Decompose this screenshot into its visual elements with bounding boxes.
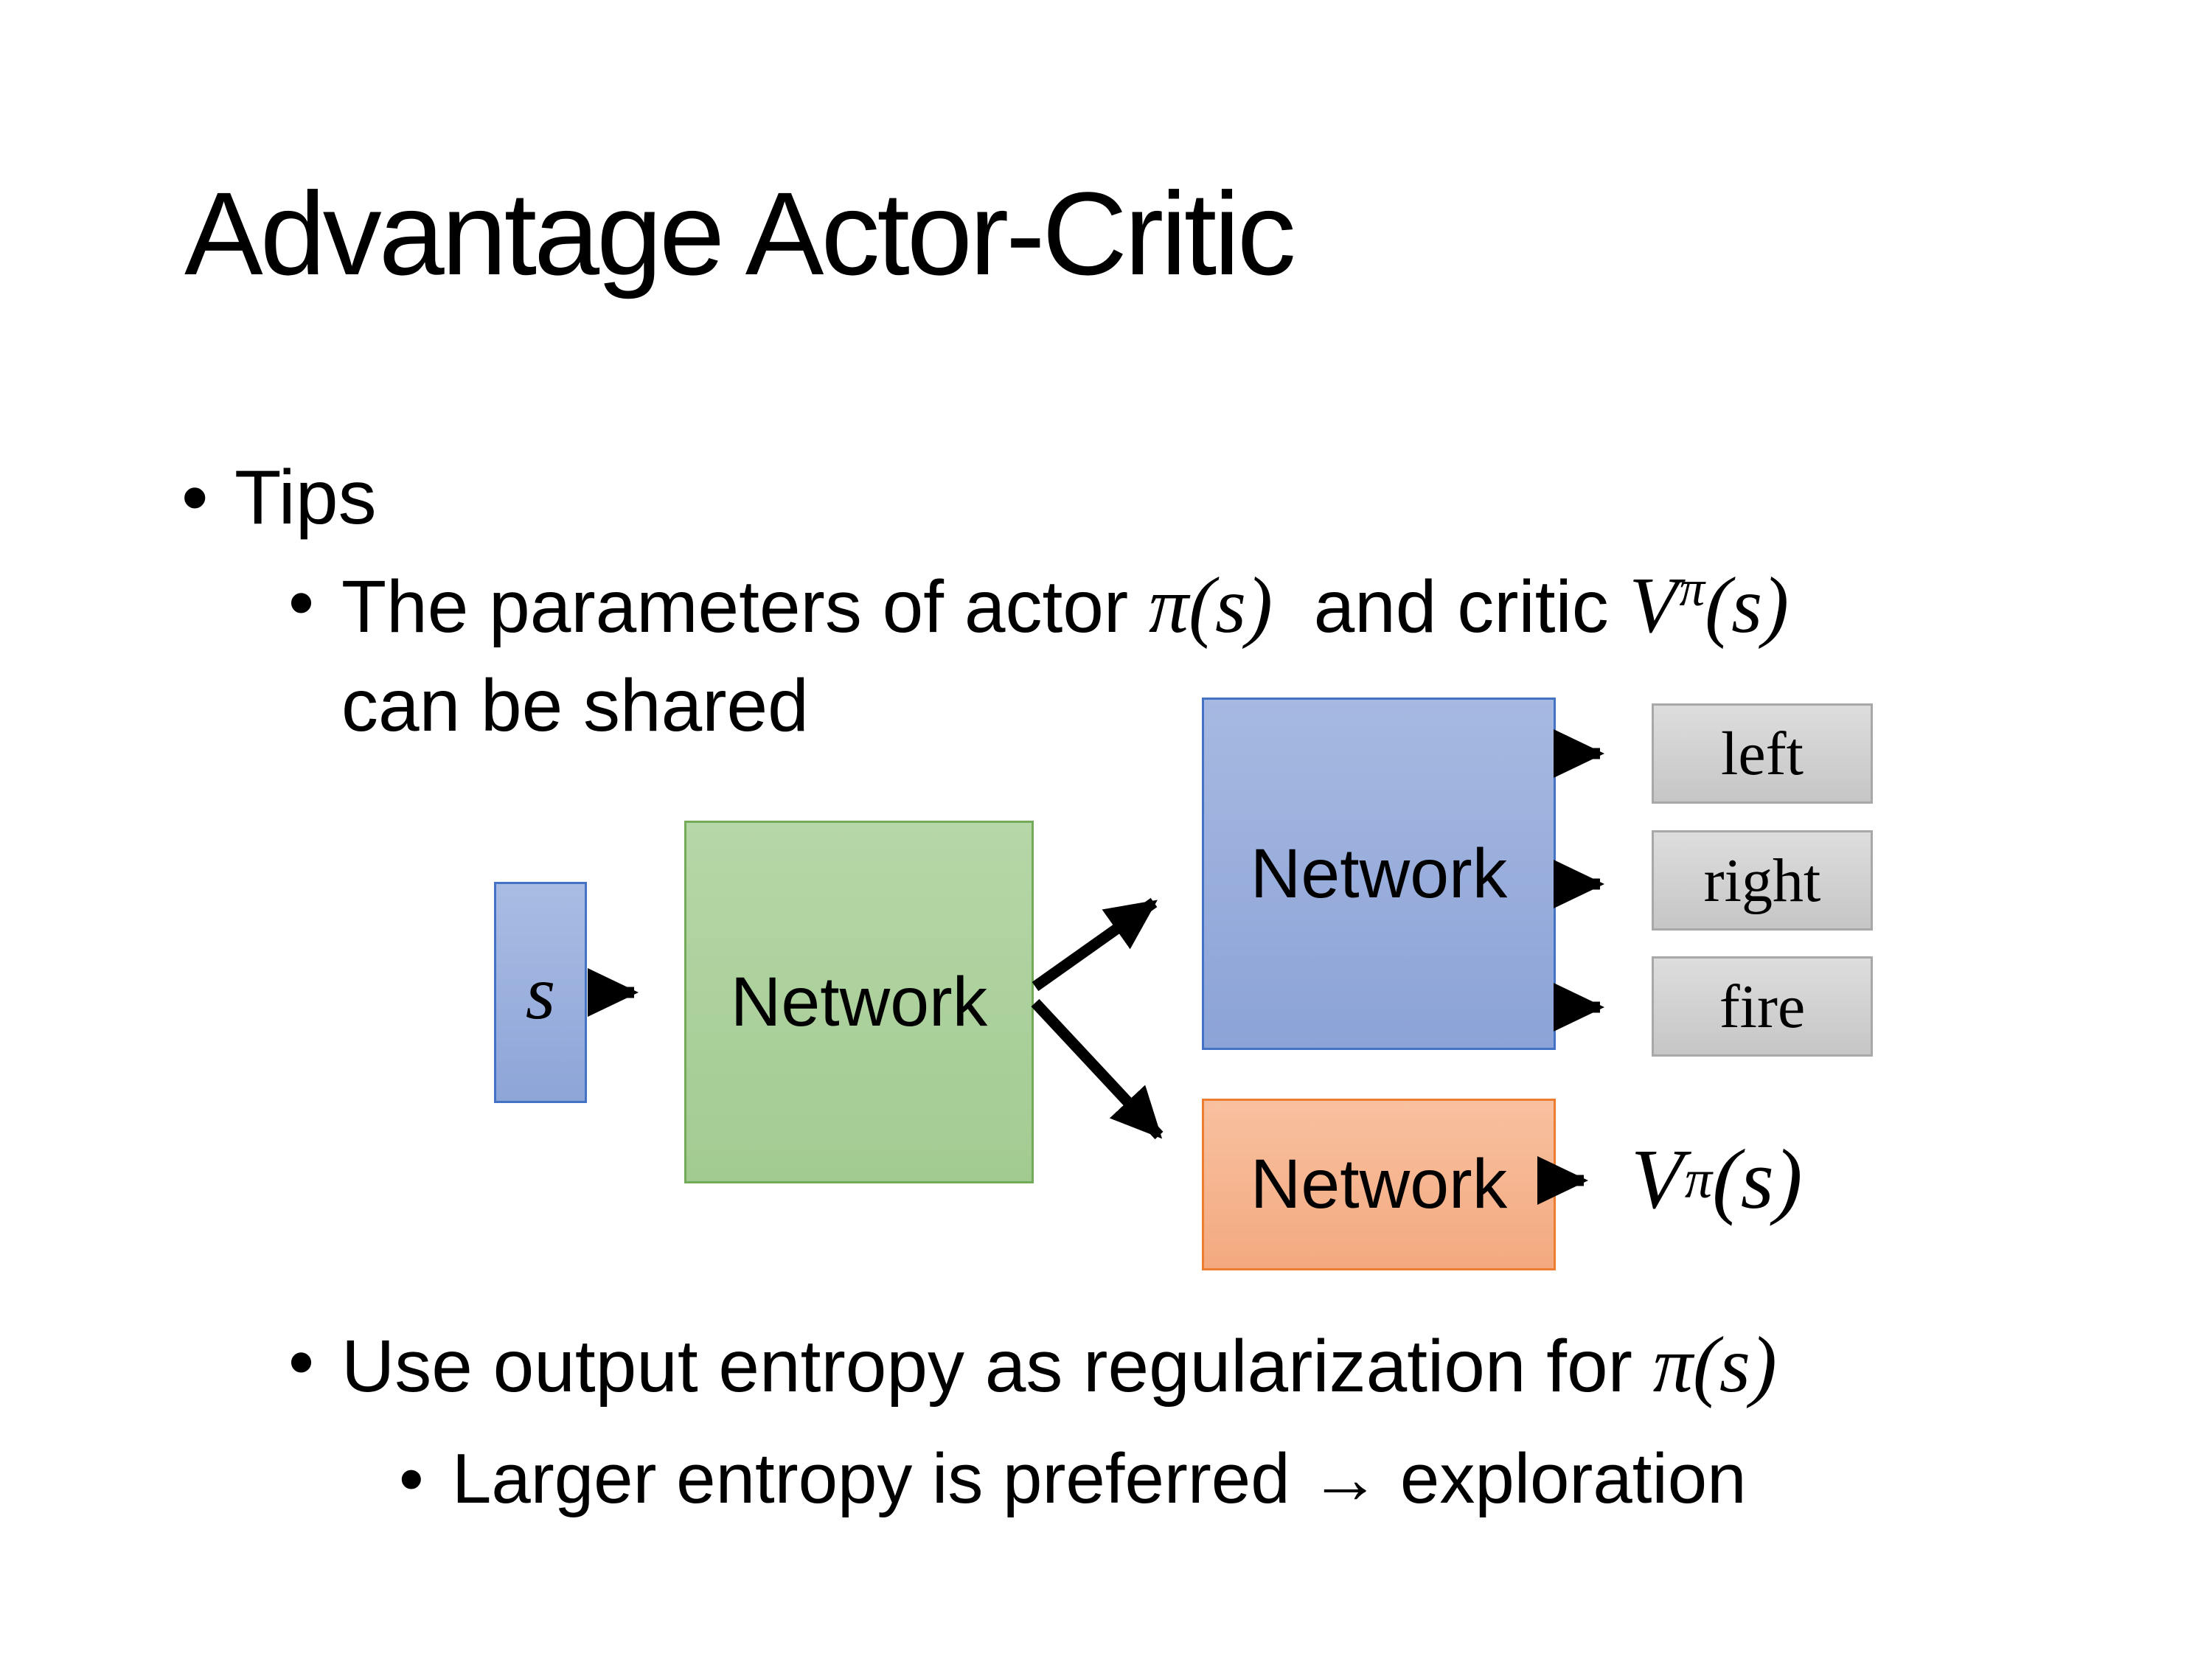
page-title: Advantage Actor-Critic (184, 167, 1296, 299)
critic-network-box: Network (1202, 1099, 1556, 1270)
bullet-icon: • (288, 561, 315, 644)
critic-output-v: V (1631, 1132, 1683, 1227)
entropy-reg-math: π(s) (1652, 1321, 1777, 1409)
critic-math-args: (s) (1705, 562, 1790, 650)
bullet-shared-params: • The parameters of actor π(s) and criti… (288, 554, 1789, 754)
arrow-shared-to-critic (1031, 998, 1164, 1140)
action-box-fire: fire (1652, 956, 1873, 1057)
shared-params-pre: The parameters of actor (341, 566, 1149, 648)
bullet-tips-label: Tips (234, 455, 377, 540)
bullet-shared-params-text: The parameters of actor π(s) and critic … (341, 554, 1789, 754)
shared-network-box: Network (684, 821, 1034, 1183)
action-label-right: right (1703, 846, 1821, 915)
action-label-left: left (1721, 719, 1804, 788)
critic-math-sup: π (1679, 560, 1705, 617)
critic-output-sup: π (1684, 1149, 1713, 1210)
state-box: s (494, 882, 587, 1103)
arrow-shared-to-actor (1032, 897, 1158, 992)
critic-network-label: Network (1250, 1145, 1508, 1223)
bullet-entropy-reg-text: Use output entropy as regularization for… (341, 1314, 1777, 1417)
critic-math: Vπ(s) (1629, 560, 1790, 650)
actor-math: π(s) (1148, 562, 1273, 650)
shared-network-label: Network (730, 962, 988, 1041)
bullet-larger-entropy-label: Larger entropy is preferred → exploratio… (452, 1439, 1747, 1518)
action-box-right: right (1652, 830, 1873, 931)
bullet-icon: • (288, 1321, 315, 1403)
shared-params-line2: can be shared (341, 664, 809, 748)
bullet-tips: • Tips (181, 448, 377, 548)
shared-params-mid: and critic (1273, 566, 1630, 648)
action-box-left: left (1652, 703, 1873, 804)
bullet-larger-entropy: • Larger entropy is preferred → explorat… (399, 1433, 1747, 1526)
critic-math-v: V (1629, 562, 1678, 650)
critic-output-args: (s) (1712, 1132, 1803, 1227)
bullet-icon: • (181, 455, 209, 540)
action-label-fire: fire (1719, 972, 1806, 1041)
bullet-entropy-reg: • Use output entropy as regularization f… (288, 1314, 1777, 1417)
actor-network-box: Network (1202, 698, 1556, 1050)
state-label: s (525, 950, 556, 1035)
entropy-reg-pre: Use output entropy as regularization for (341, 1325, 1653, 1408)
bullet-icon: • (399, 1439, 424, 1518)
actor-network-label: Network (1250, 834, 1508, 913)
